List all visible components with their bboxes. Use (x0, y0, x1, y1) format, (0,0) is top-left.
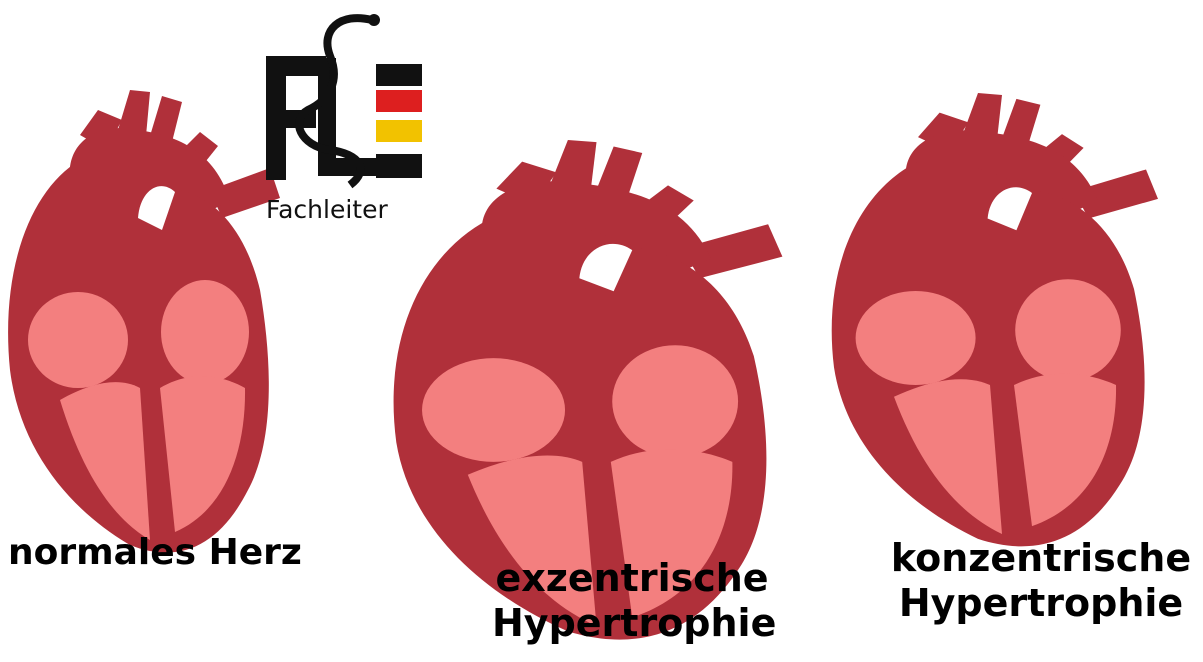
caption-exzentrisch-line-1: exzentrische (492, 556, 772, 601)
caption-konzentrisch: konzentrische Hypertrophie (880, 536, 1202, 626)
caption-konzentrisch-line-1: konzentrische (880, 536, 1202, 581)
caption-konzentrisch-line-2: Hypertrophie (880, 581, 1202, 626)
logo-wordmark: Fachleiter (266, 195, 388, 224)
caption-normal-line-1: normales Herz (8, 532, 302, 574)
caption-normal: normales Herz (8, 532, 302, 574)
heart-normal-icon (8, 90, 280, 553)
caption-exzentrisch-line-2: Hypertrophie (492, 601, 772, 646)
caption-exzentrisch: exzentrische Hypertrophie (492, 556, 772, 646)
fle-logo-icon (266, 14, 422, 185)
heart-konzentrisch-icon (832, 93, 1158, 546)
